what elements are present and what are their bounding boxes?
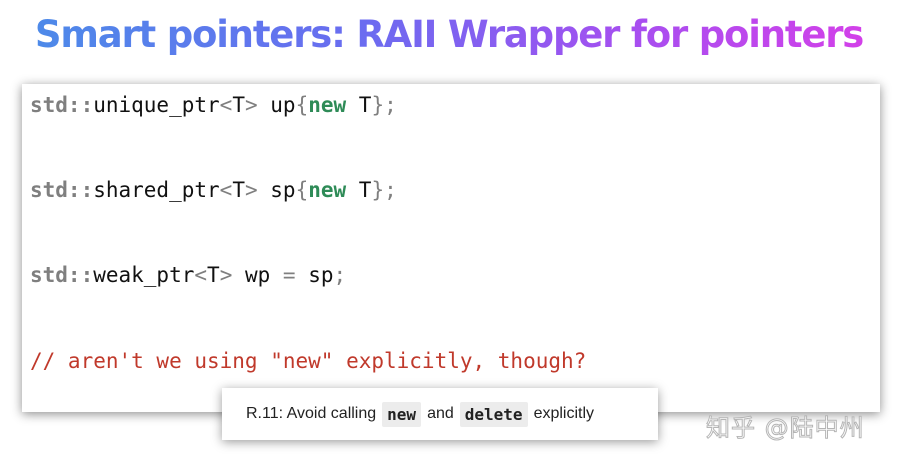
code-line-weak-ptr: std::weak_ptr<T> wp = sp; [30,262,346,288]
namespace-token: std:: [30,263,94,287]
note-chip-delete: delete [459,401,528,427]
angle-close-token: > [244,178,258,202]
note-suffix: explicitly [533,405,595,422]
namespace-token: std:: [30,93,94,117]
template-param-token: T [207,263,220,287]
guideline-note: R.11: Avoid calling new and delete expli… [222,388,658,440]
keyword-new-token: new [308,178,347,202]
semicolon-token: ; [384,178,397,202]
variable-token: up [257,93,296,117]
brace-close-token: } [371,178,385,202]
semicolon-token: ; [384,93,397,117]
note-prefix: R.11: Avoid calling [246,405,377,422]
angle-open-token: < [194,263,208,287]
semicolon-token: ; [333,263,347,287]
variable-token: wp [232,263,283,287]
code-line-unique-ptr: std::unique_ptr<T> up{new T}; [30,92,397,118]
angle-open-token: < [219,178,233,202]
watermark-text: 知乎 @陆中州 [706,414,865,443]
brace-open-token: { [295,93,309,117]
type-token: unique_ptr [93,93,220,117]
rhs-token: sp [295,263,334,287]
equals-token: = [282,263,296,287]
angle-open-token: < [219,93,233,117]
argument-token: T [346,93,372,117]
template-param-token: T [232,93,245,117]
brace-open-token: { [295,178,309,202]
argument-token: T [346,178,372,202]
note-chip-new: new [382,401,422,427]
template-param-token: T [232,178,245,202]
note-middle: and [427,405,454,422]
code-block: std::unique_ptr<T> up{new T}; std::share… [22,84,880,412]
type-token: weak_ptr [93,263,195,287]
code-line-shared-ptr: std::shared_ptr<T> sp{new T}; [30,177,397,203]
code-comment-line: // aren't we using "new" explicitly, tho… [30,349,587,373]
brace-close-token: } [371,93,385,117]
type-token: shared_ptr [93,178,220,202]
variable-token: sp [257,178,296,202]
angle-close-token: > [219,263,233,287]
keyword-new-token: new [308,93,347,117]
namespace-token: std:: [30,178,94,202]
slide-title: Smart pointers: RAII Wrapper for pointer… [0,10,898,60]
angle-close-token: > [244,93,258,117]
